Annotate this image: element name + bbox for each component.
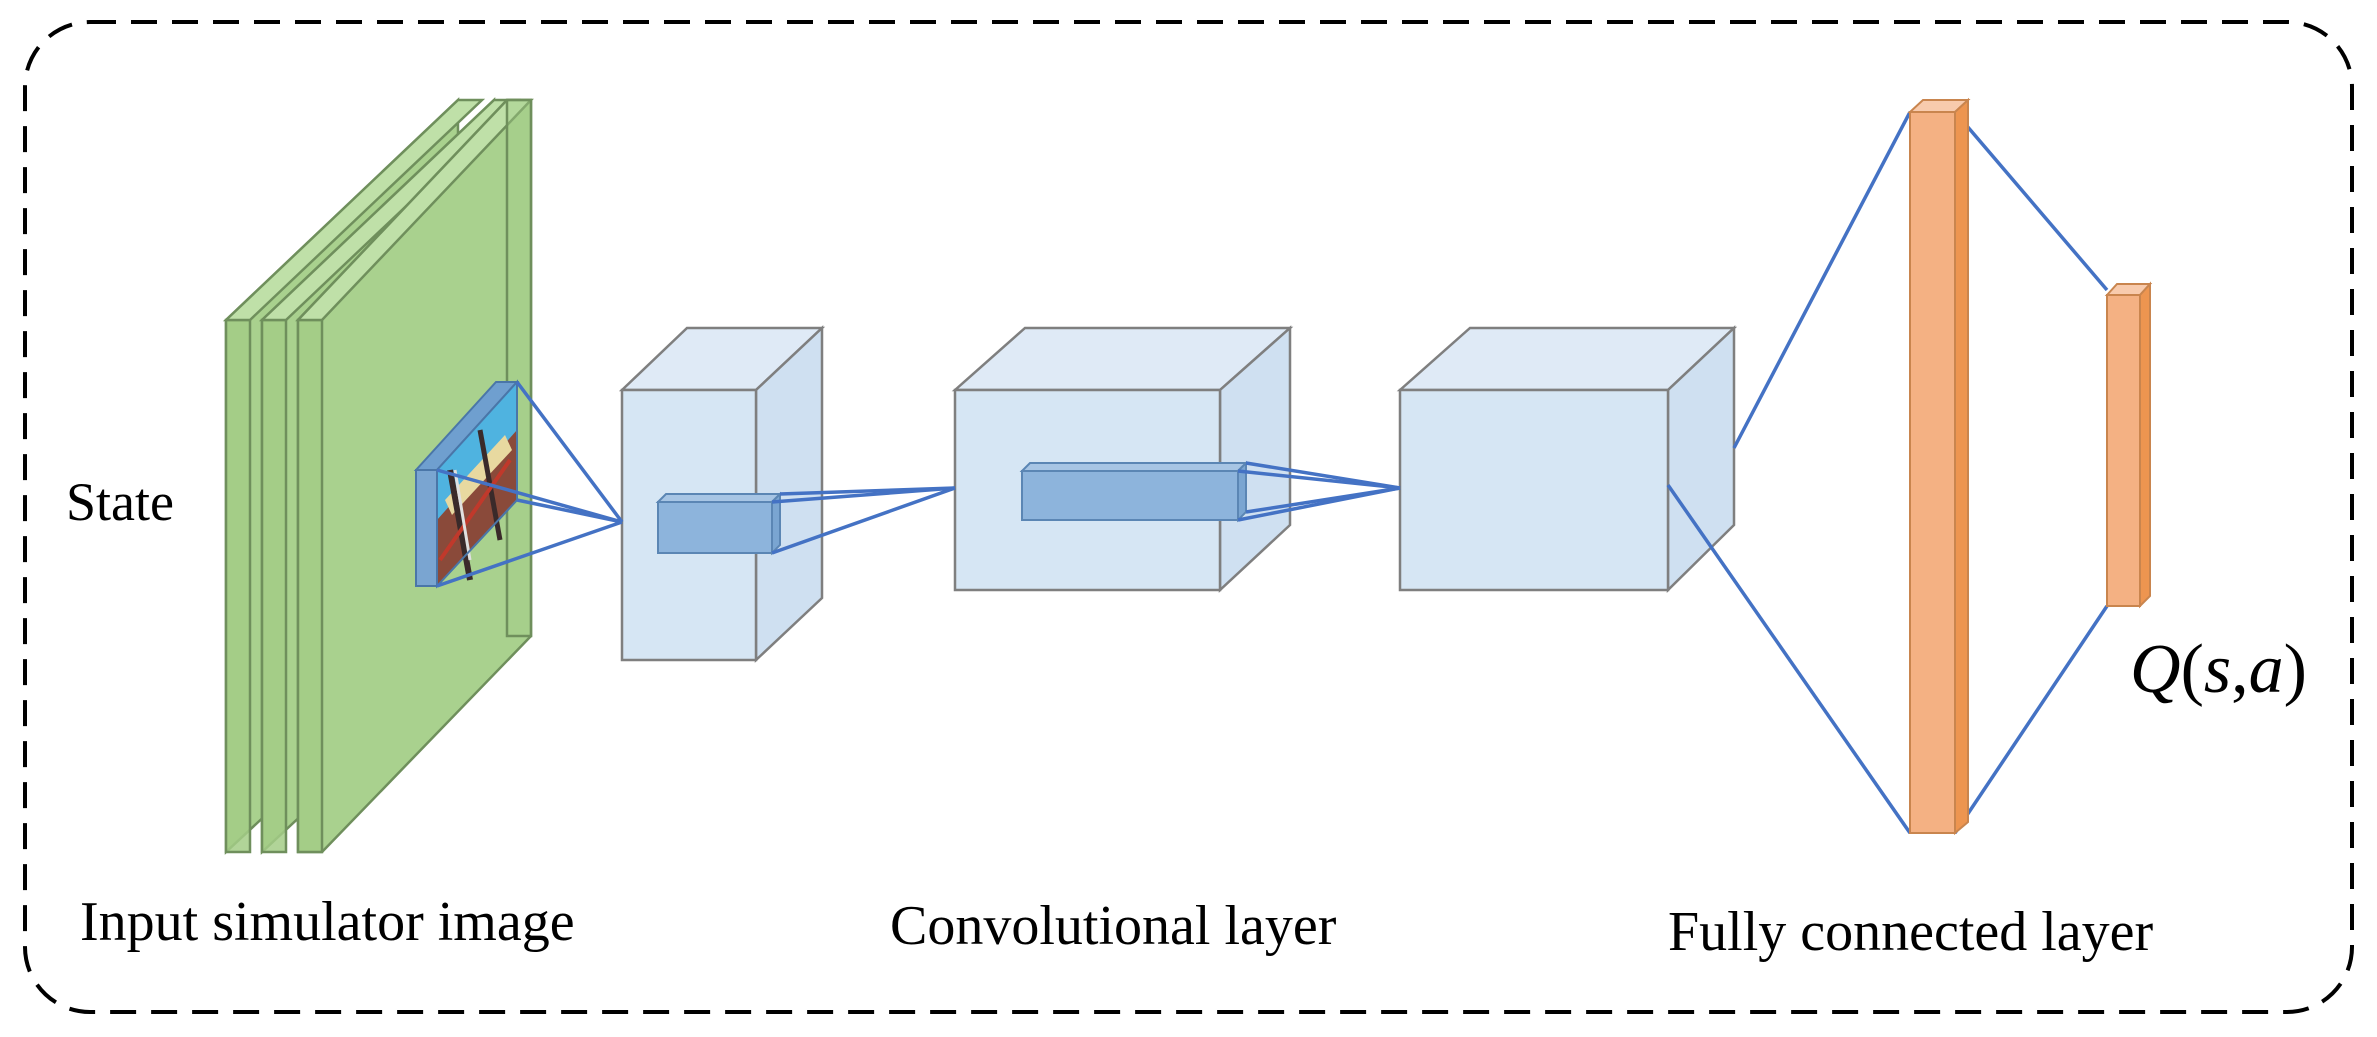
fc-layer-2: [2104, 281, 2153, 609]
q-value-label: Q(s,a): [2130, 631, 2307, 708]
q-comma: ,: [2231, 631, 2249, 708]
input-image-patch: [413, 379, 520, 589]
q-s-symbol: s: [2204, 631, 2231, 708]
fc-layer-1: [1907, 97, 1971, 836]
q-symbol: Q: [2130, 631, 2181, 708]
conv-2-kernel: [1019, 460, 1249, 523]
q-a-symbol: a: [2249, 631, 2284, 708]
fc-layer-label: Fully connected layer: [1668, 901, 2154, 963]
input-image-label: Input simulator image: [80, 891, 575, 953]
conv-1-kernel: [655, 491, 783, 556]
conv-layer-label: Convolutional layer: [890, 895, 1337, 957]
q-close-paren: ): [2284, 631, 2307, 708]
connection-lines: [436, 110, 2109, 834]
state-label: State: [66, 472, 174, 532]
conv-block-3: [1396, 325, 1738, 593]
dashed-frame: [23, 20, 2354, 1014]
input-image-stack: [222, 97, 534, 855]
q-open-paren: (: [2181, 631, 2204, 708]
conv-block-2: [951, 325, 1294, 593]
